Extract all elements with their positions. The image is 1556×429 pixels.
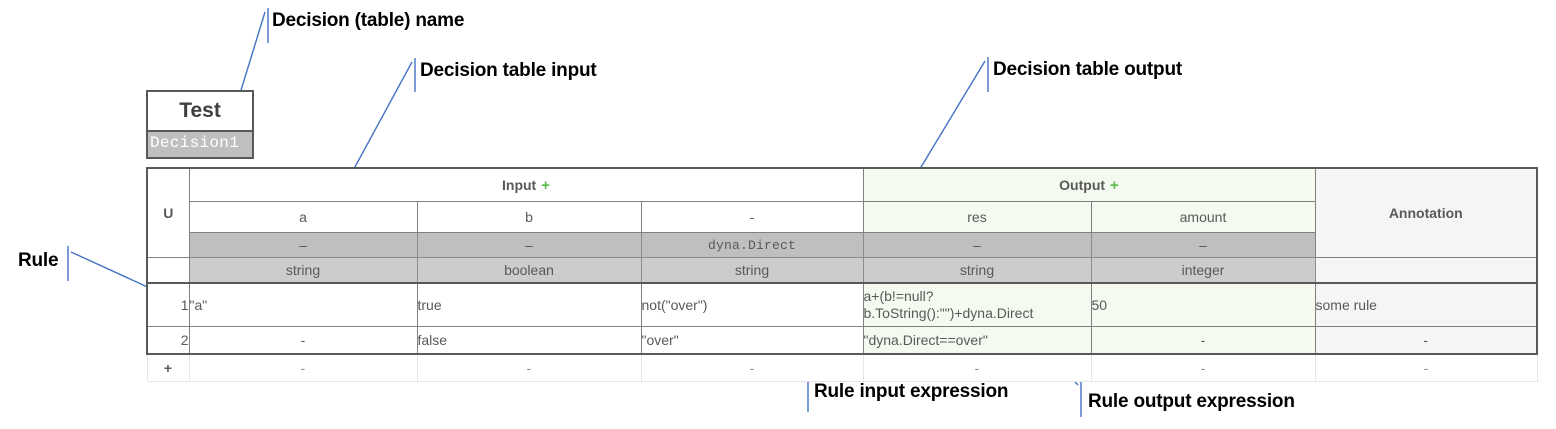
input-group-header: Input+ [188,167,864,202]
column-type-a[interactable]: string [188,257,418,284]
rule-1-output-res[interactable]: a+(b!=null? b.ToString():"")+dyna.Direct [862,282,1092,327]
column-name-c[interactable]: - [640,201,864,233]
add-row-amount: - [1090,353,1316,382]
rule-2-input-c[interactable]: "over" [640,326,864,355]
add-rule-row: + - - - - - - [146,353,1538,382]
input-group-label: Input [502,176,537,193]
add-row-res: - [862,353,1092,382]
add-rule-button[interactable]: + [146,353,190,382]
annotation-header-label: Annotation [1388,205,1463,221]
column-name-res[interactable]: res [862,201,1092,233]
column-binding-res[interactable]: – [862,232,1092,258]
column-type-c[interactable]: string [640,257,864,284]
callout-decision-name: Decision (table) name [272,10,465,31]
table-row: 1 "a" true not("over") a+(b!=null? b.ToS… [146,282,1538,327]
hit-policy-cell[interactable]: U [146,167,190,258]
output-group-header: Output+ [862,167,1316,202]
table-type-row: string boolean string string integer [146,257,1538,284]
rule-index-1[interactable]: 1 [146,282,190,327]
column-name-a[interactable]: a [188,201,418,233]
rule-2-annotation[interactable]: - [1314,326,1538,355]
rule-1-input-b[interactable]: true [416,282,642,327]
callout-rule-output-expression: Rule output expression [1088,391,1295,412]
table-row: 2 - false "over" "dyna.Direct==over" - - [146,326,1538,355]
column-binding-a[interactable]: – [188,232,418,258]
rule-index-2[interactable]: 2 [146,326,190,355]
hit-policy-label: U [163,205,174,221]
rule-1-output-amount[interactable]: 50 [1090,282,1316,327]
rule-2-input-a[interactable]: - [188,326,418,355]
output-group-label: Output [1059,176,1106,193]
callout-rule-input-expression: Rule input expression [814,381,1009,402]
add-row-a: - [188,353,418,382]
callout-decision-table-output: Decision table output [993,59,1182,80]
column-binding-amount[interactable]: – [1090,232,1316,258]
column-type-b[interactable]: boolean [416,257,642,284]
add-row-c: - [640,353,864,382]
add-output-column-button[interactable]: + [1110,176,1119,194]
annotation-header: Annotation [1314,167,1538,258]
rule-1-annotation[interactable]: some rule [1314,282,1538,327]
table-binding-row: – – dyna.Direct – – [147,232,1537,258]
table-group-header-row: U Input+ Output+ Annotation [146,167,1538,258]
rule-1-input-a[interactable]: "a" [188,282,418,327]
decision-name[interactable]: Test [146,90,254,132]
callout-rule: Rule [18,250,59,271]
column-type-res[interactable]: string [862,257,1092,284]
decision-id[interactable]: Decision1 [146,132,254,159]
rule-2-output-res[interactable]: "dyna.Direct==over" [862,326,1092,355]
add-input-column-button[interactable]: + [541,176,550,194]
decision-table: U Input+ Output+ Annotation a b - res am… [146,167,1538,382]
add-row-b: - [416,353,642,382]
rule-1-input-c[interactable]: not("over") [640,282,864,327]
column-type-amount[interactable]: integer [1090,257,1316,284]
column-name-amount[interactable]: amount [1090,201,1316,233]
column-name-b[interactable]: b [416,201,642,233]
decision-header: Test Decision1 [146,90,254,159]
rule-2-input-b[interactable]: false [416,326,642,355]
rule-2-output-amount[interactable]: - [1090,326,1316,355]
callout-decision-table-input: Decision table input [420,60,597,81]
column-binding-c[interactable]: dyna.Direct [640,232,864,258]
hit-policy-spacer [146,257,190,284]
column-binding-b[interactable]: – [416,232,642,258]
annotation-type-spacer [1314,257,1538,284]
add-row-annotation: - [1314,353,1538,382]
